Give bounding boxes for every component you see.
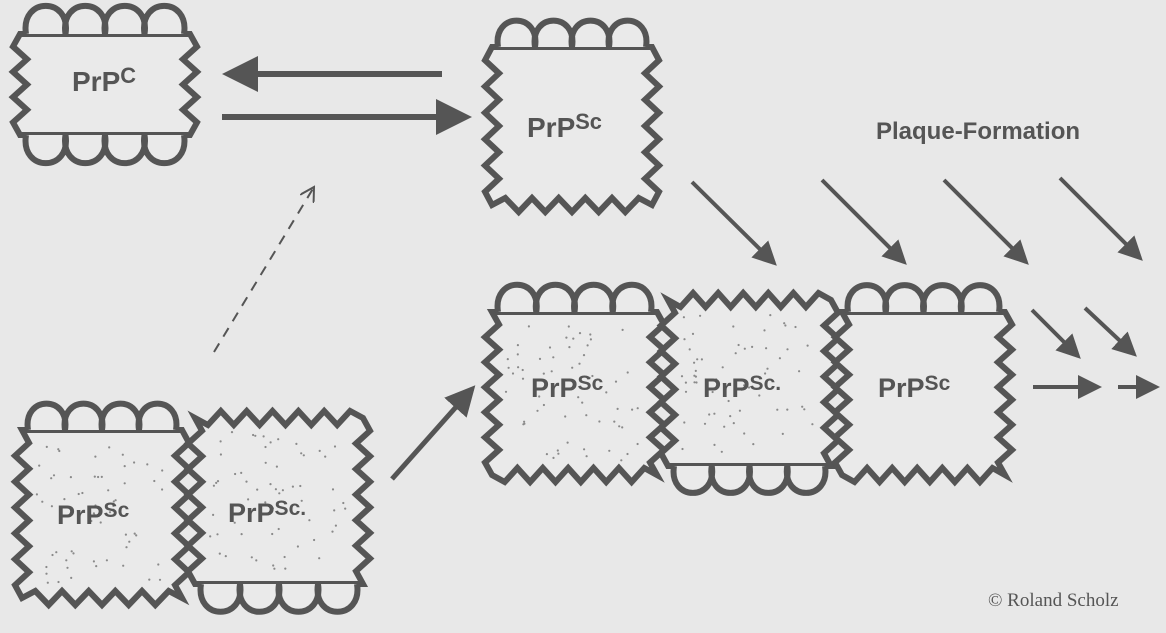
prpsc-molecule-chain-3 bbox=[830, 282, 1017, 487]
prpsc-molecule-bottom-left-1-stipple bbox=[35, 445, 164, 584]
prpc-molecule-bottom-coil bbox=[22, 134, 188, 167]
prpsc-molecule-top-outline bbox=[480, 44, 664, 217]
plaque-arrow-4 bbox=[1058, 176, 1143, 261]
prpsc-label-chain-3: PrPSc bbox=[878, 371, 951, 403]
plaque-arrow-1 bbox=[690, 180, 777, 266]
prpc-molecule-outline bbox=[8, 31, 202, 138]
prpsc-label-top: PrPSc bbox=[527, 109, 602, 143]
prpsc-molecule-top bbox=[480, 17, 664, 217]
plaque-arrow-2 bbox=[820, 178, 907, 265]
prpsc-label-bottom-left-1: PrPSc bbox=[57, 498, 130, 530]
prpsc-molecule-chain-1 bbox=[480, 281, 669, 487]
plaque-arrow-5 bbox=[1030, 308, 1081, 359]
prpsc-molecule-chain-3-top-coil bbox=[844, 282, 1003, 313]
prpc-label: PrPC bbox=[72, 63, 137, 97]
prpc-molecule bbox=[8, 2, 202, 167]
plaque-arrow-3 bbox=[942, 178, 1029, 265]
prpsc-molecule-chain-2-stipple bbox=[680, 314, 814, 453]
prpsc-molecule-bottom-left-1-outline bbox=[10, 427, 194, 610]
prpsc-molecule-top-top-coil bbox=[494, 17, 650, 48]
prpsc-molecule-chain-1-top-coil bbox=[494, 281, 655, 313]
prpsc-molecule-bottom-left-2 bbox=[183, 406, 375, 615]
prpsc-molecule-bottom-left-2-stipple bbox=[209, 431, 347, 570]
prpsc-molecule-chain-2-bottom-coil bbox=[670, 465, 829, 496]
plaque-arrow-6 bbox=[1083, 306, 1137, 357]
prpsc-molecule-chain-1-outline bbox=[480, 309, 669, 487]
prpsc-molecule-bottom-left-1 bbox=[10, 400, 194, 610]
plaque-formation-label: Plaque-Formation bbox=[876, 118, 1081, 145]
prpsc-molecule-chain-1-stipple bbox=[504, 325, 639, 462]
prpsc-molecule-bottom-left-2-bottom-coil bbox=[197, 583, 361, 615]
prpc-molecule-top-coil bbox=[22, 2, 188, 35]
prpsc-molecule-bottom-left-2-outline bbox=[183, 406, 375, 587]
recruitment-arrow bbox=[390, 385, 476, 481]
prpsc-label-chain-1: PrPSc bbox=[531, 371, 604, 403]
prpsc-molecule-chain-3-outline bbox=[830, 309, 1017, 487]
prpsc-label-chain-2: PrPSc. bbox=[703, 371, 782, 403]
copyright-credit: © Roland Scholz bbox=[988, 590, 1119, 611]
prpsc-label-bottom-left-2: PrPSc. bbox=[228, 496, 307, 528]
spontaneous-conversion-dashed-arrow bbox=[213, 187, 314, 353]
prpsc-molecule-bottom-left-1-top-coil bbox=[24, 400, 180, 431]
